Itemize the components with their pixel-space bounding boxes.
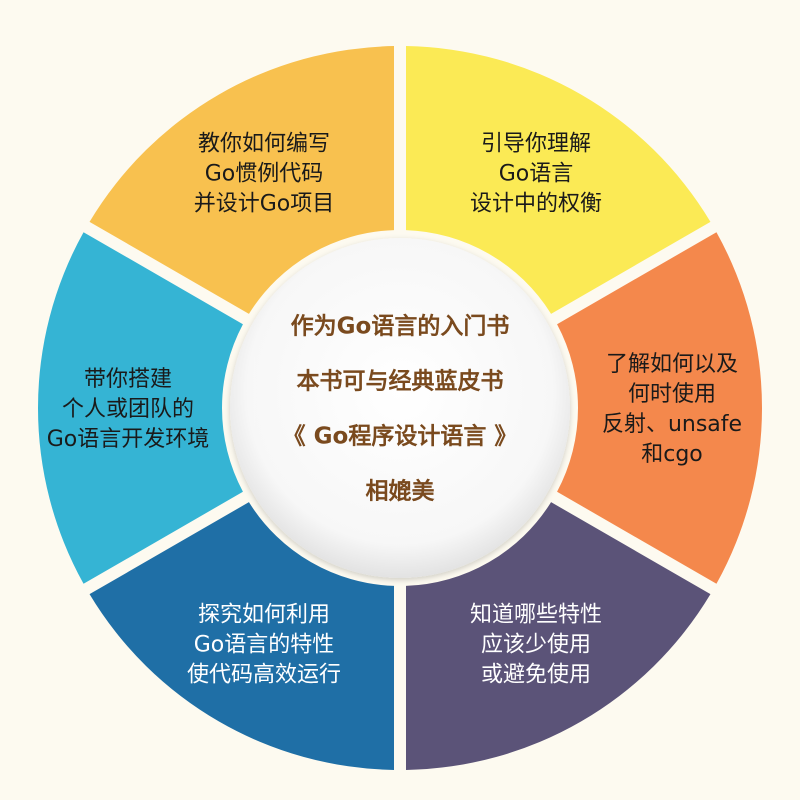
center-circle <box>230 238 570 578</box>
segment-left-line-2: 个人或团队的 <box>62 397 194 422</box>
segment-bottom-left-line-2: Go语言的特性 <box>194 633 335 658</box>
segment-top-right-line-3: 设计中的权衡 <box>470 191 602 216</box>
segment-bottom-right-line-3: 或避免使用 <box>481 663 591 688</box>
center-line-1: 作为Go语言的入门书 <box>291 313 510 340</box>
segment-bottom-right-line-1: 知道哪些特性 <box>470 603 602 628</box>
segment-bottom-left <box>89 502 395 770</box>
segment-right <box>557 232 762 584</box>
center-line-2: 本书可与经典蓝皮书 <box>297 368 504 395</box>
segment-right-line-2: 何时使用 <box>628 382 716 407</box>
segment-top-right-line-2: Go语言 <box>499 161 574 186</box>
segment-left <box>37 232 243 584</box>
segment-left-line-3: Go语言开发环境 <box>47 427 210 452</box>
segment-left-line-1: 带你搭建 <box>84 367 172 392</box>
segment-bottom-left-line-1: 探究如何利用 <box>198 603 330 628</box>
segment-right-line-3: 反射、unsafe <box>602 412 742 437</box>
segment-top-left-line-2: Go惯例代码 <box>205 161 324 186</box>
segment-right-line-4: 和cgo <box>641 442 703 467</box>
segment-top-right <box>405 46 711 314</box>
segment-bottom-right <box>405 502 711 770</box>
segment-top-left-line-1: 教你如何编写 <box>198 131 330 156</box>
segment-top-left-line-3: 并设计Go项目 <box>194 191 335 216</box>
segment-right-line-1: 了解如何以及 <box>606 352 738 377</box>
segment-bottom-right-line-2: 应该少使用 <box>481 633 591 658</box>
center-line-3: 《 Go程序设计语言 》 <box>283 423 518 450</box>
segment-top-left <box>89 46 395 314</box>
segment-bottom-left-line-3: 使代码高效运行 <box>187 663 341 688</box>
segment-top-right-line-1: 引导你理解 <box>481 131 591 156</box>
center-line-4: 相媲美 <box>366 478 435 505</box>
